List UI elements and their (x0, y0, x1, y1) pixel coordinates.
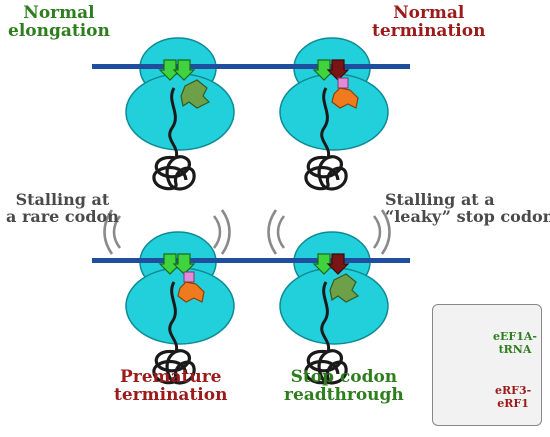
label-line: a rare codon (6, 207, 119, 227)
label-line: Normal (23, 3, 95, 23)
label-line: elongation (8, 21, 110, 42)
label-line: termination (114, 385, 228, 406)
label-line: “leaky” stop codon (385, 207, 550, 227)
legend-line: eRF1 (497, 396, 529, 410)
label-stop-readthrough: Stop codon readthrough (284, 368, 404, 405)
label-line: Normal (393, 3, 465, 23)
stall-arcs-br-left (267, 208, 286, 256)
label-premature-termination: Premature termination (114, 368, 227, 405)
label-line: Premature (119, 367, 222, 387)
mrna-strand-top (92, 64, 410, 69)
legend-line: eRF3- (495, 384, 532, 397)
label-stalling-leaky: Stalling at a “leaky” stop codon (385, 191, 550, 226)
label-line: Stop codon (290, 367, 398, 387)
legend-label-erf3-erf1: eRF3- eRF1 (495, 384, 532, 410)
label-line: termination (372, 21, 486, 42)
label-line: Stalling at a (385, 190, 495, 209)
label-line: Stalling at (15, 190, 110, 209)
legend-line: tRNA (498, 342, 532, 356)
label-normal-elongation: Normal elongation (8, 4, 110, 41)
stall-arcs-bl-right (212, 208, 231, 256)
legend-box: eEF1A- tRNA eRF3- eRF1 (432, 304, 542, 426)
label-line: readthrough (284, 385, 404, 406)
legend-label-eef1a-trna: eEF1A- tRNA (493, 330, 537, 356)
ribosome-top-left (125, 37, 235, 151)
legend-line: eEF1A- (493, 330, 537, 343)
mrna-strand-bottom (92, 258, 410, 263)
label-normal-termination: Normal termination (372, 4, 485, 41)
label-stalling-rare: Stalling at a rare codon (6, 191, 119, 226)
